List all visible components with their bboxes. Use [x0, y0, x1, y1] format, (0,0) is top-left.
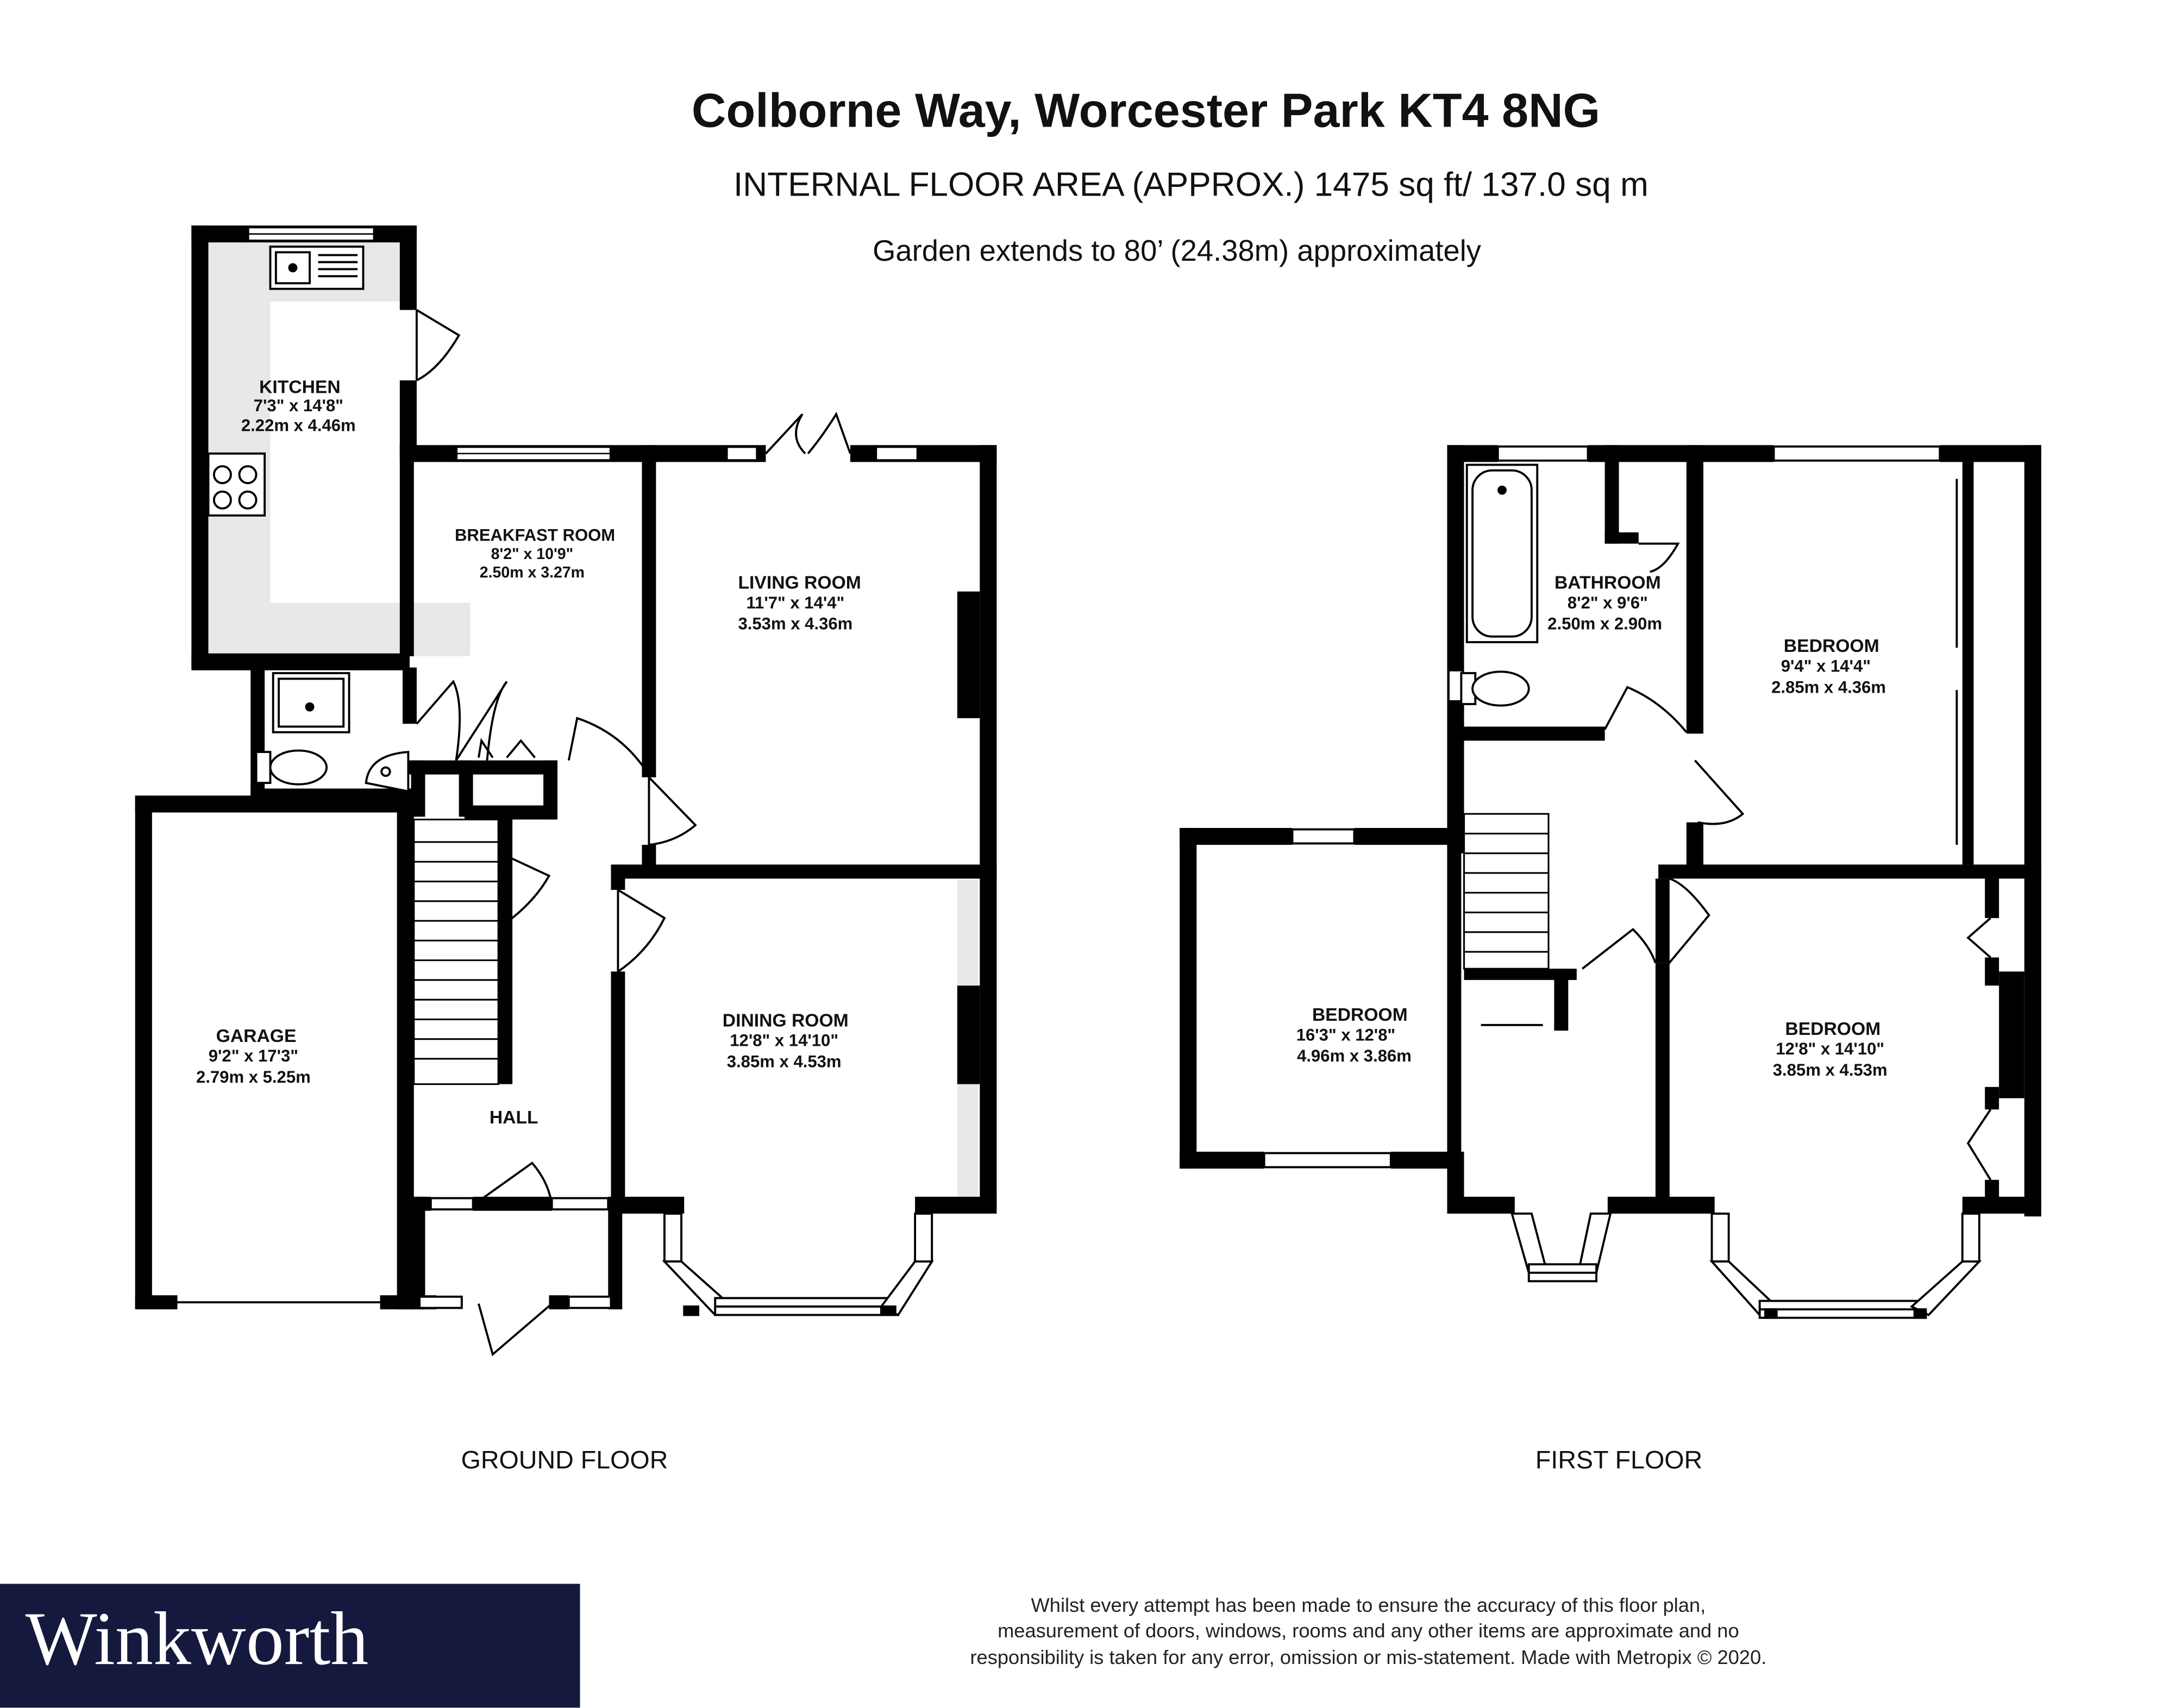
bedroom-rear-imperial: 9'4" x 14'4"	[1781, 656, 1871, 675]
hall-windows	[418, 1197, 612, 1309]
ground-floor-plan: KITCHEN 7'3" x 14'8" 2.22m x 4.46m BREAK…	[135, 225, 997, 1474]
living-name: LIVING ROOM	[738, 573, 861, 593]
first-floor-staircase	[1463, 813, 1550, 970]
ground-floor-label: GROUND FLOOR	[461, 1446, 668, 1474]
bedroom-rear-metric: 2.85m x 4.36m	[1771, 677, 1886, 696]
toilet-icon	[255, 749, 328, 786]
living-metric: 3.53m x 4.36m	[738, 614, 852, 633]
kitchen-walls	[191, 225, 417, 670]
sink-icon	[269, 246, 365, 290]
dining-door	[617, 889, 666, 972]
brand-background	[0, 1584, 580, 1708]
staircase	[413, 818, 499, 1085]
bedroom-front-metric: 3.85m x 4.53m	[1773, 1060, 1888, 1079]
living-imperial: 11'7" x 14'4"	[746, 593, 844, 612]
first-floor-plan: BATHROOM 8'2" x 9'6" 2.50m x 2.90m BEDRO…	[1180, 445, 2041, 1474]
garage-name: GARAGE	[216, 1026, 297, 1046]
bedroom-front-name: BEDROOM	[1785, 1019, 1881, 1039]
floor-area-text: INTERNAL FLOOR AREA (APPROX.) 1475 sq ft…	[733, 166, 1648, 204]
bedroom-left-name: BEDROOM	[1312, 1005, 1408, 1025]
kitchen-door	[415, 309, 461, 381]
landing-bay-window	[1510, 1213, 1612, 1283]
bathroom-metric: 2.50m x 2.90m	[1547, 614, 1662, 633]
garden-note: Garden extends to 80’ (24.38m) approxima…	[873, 234, 1482, 267]
breakfast-imperial: 8'2" x 10'9"	[491, 545, 574, 563]
disclaimer-line-1: Whilst every attempt has been made to en…	[1031, 1594, 1706, 1616]
kitchen-metric: 2.22m x 4.46m	[241, 416, 356, 435]
hob-icon	[207, 452, 266, 517]
hall-doors	[472, 855, 553, 1357]
garage-walls	[135, 795, 414, 1310]
breakfast-label: BREAKFAST ROOM 8'2" x 10'9" 2.50m x 3.27…	[455, 526, 615, 581]
bathroom-label: BATHROOM 8'2" x 9'6" 2.50m x 2.90m	[1547, 573, 1662, 633]
front-bedroom-bay-window	[1709, 1213, 1982, 1319]
disclaimer-line-3: responsibility is taken for any error, o…	[970, 1646, 1766, 1668]
bedroom-front-label: BEDROOM 12'8" x 14'10" 3.85m x 4.53m	[1773, 1019, 1888, 1079]
disclaimer-line-2: measurement of doors, windows, rooms and…	[998, 1619, 1739, 1642]
basin-icon	[365, 751, 410, 793]
brand-logo: Winkworth	[26, 1597, 369, 1681]
dining-name: DINING ROOM	[723, 1010, 849, 1031]
dining-label: DINING ROOM 12'8" x 14'10" 3.85m x 4.53m	[723, 1010, 849, 1071]
brand-block: Winkworth	[0, 1584, 580, 1708]
dining-imperial: 12'8" x 14'10"	[730, 1031, 838, 1050]
bedroom-left-metric: 4.96m x 3.86m	[1297, 1046, 1412, 1065]
garage-label: GARAGE 9'2" x 17'3" 2.79m x 5.25m	[196, 1026, 311, 1087]
kitchen-label: KITCHEN 7'3" x 14'8" 2.22m x 4.46m	[241, 377, 356, 435]
garage-imperial: 9'2" x 17'3"	[209, 1046, 298, 1065]
bedroom-left-imperial: 16'3" x 12'8"	[1296, 1025, 1396, 1044]
kitchen-window	[246, 225, 376, 243]
dining-bay-window	[662, 1213, 934, 1317]
hall-walls	[411, 817, 623, 1310]
first-floor-walls	[1180, 445, 2041, 1217]
bedroom-front-imperial: 12'8" x 14'10"	[1776, 1039, 1884, 1058]
disclaimer: Whilst every attempt has been made to en…	[970, 1594, 1766, 1668]
dining-metric: 3.85m x 4.53m	[727, 1052, 842, 1071]
page-title: Colborne Way, Worcester Park KT4 8NG	[692, 84, 1600, 137]
bath-icon	[1465, 463, 1539, 644]
bedroom-rear-label: BEDROOM 9'4" x 14'4" 2.85m x 4.36m	[1771, 636, 1886, 696]
shower-icon	[272, 672, 350, 733]
bathroom-imperial: 8'2" x 9'6"	[1567, 593, 1648, 612]
first-floor-doors	[1582, 542, 1992, 1180]
living-door	[648, 776, 697, 846]
breakfast-name: BREAKFAST ROOM	[455, 526, 615, 545]
kitchen-name: KITCHEN	[259, 377, 341, 397]
garage-metric: 2.79m x 5.25m	[196, 1068, 311, 1087]
main-walls	[399, 445, 997, 1214]
first-floor-toilet-icon	[1460, 670, 1530, 707]
bedroom-left-label: BEDROOM 16'3" x 12'8" 4.96m x 3.86m	[1296, 1005, 1412, 1065]
wc-door	[416, 680, 646, 770]
bedroom-rear-name: BEDROOM	[1784, 636, 1879, 656]
bathroom-name: BATHROOM	[1554, 573, 1661, 593]
first-floor-label: FIRST FLOOR	[1535, 1446, 1702, 1474]
breakfast-metric: 2.50m x 3.27m	[480, 564, 585, 581]
living-label: LIVING ROOM 11'7" x 14'4" 3.53m x 4.36m	[738, 573, 861, 633]
living-french-doors	[725, 411, 919, 462]
hall-name: HALL	[490, 1108, 538, 1128]
kitchen-imperial: 7'3" x 14'8"	[254, 396, 343, 415]
breakfast-window	[454, 445, 613, 462]
